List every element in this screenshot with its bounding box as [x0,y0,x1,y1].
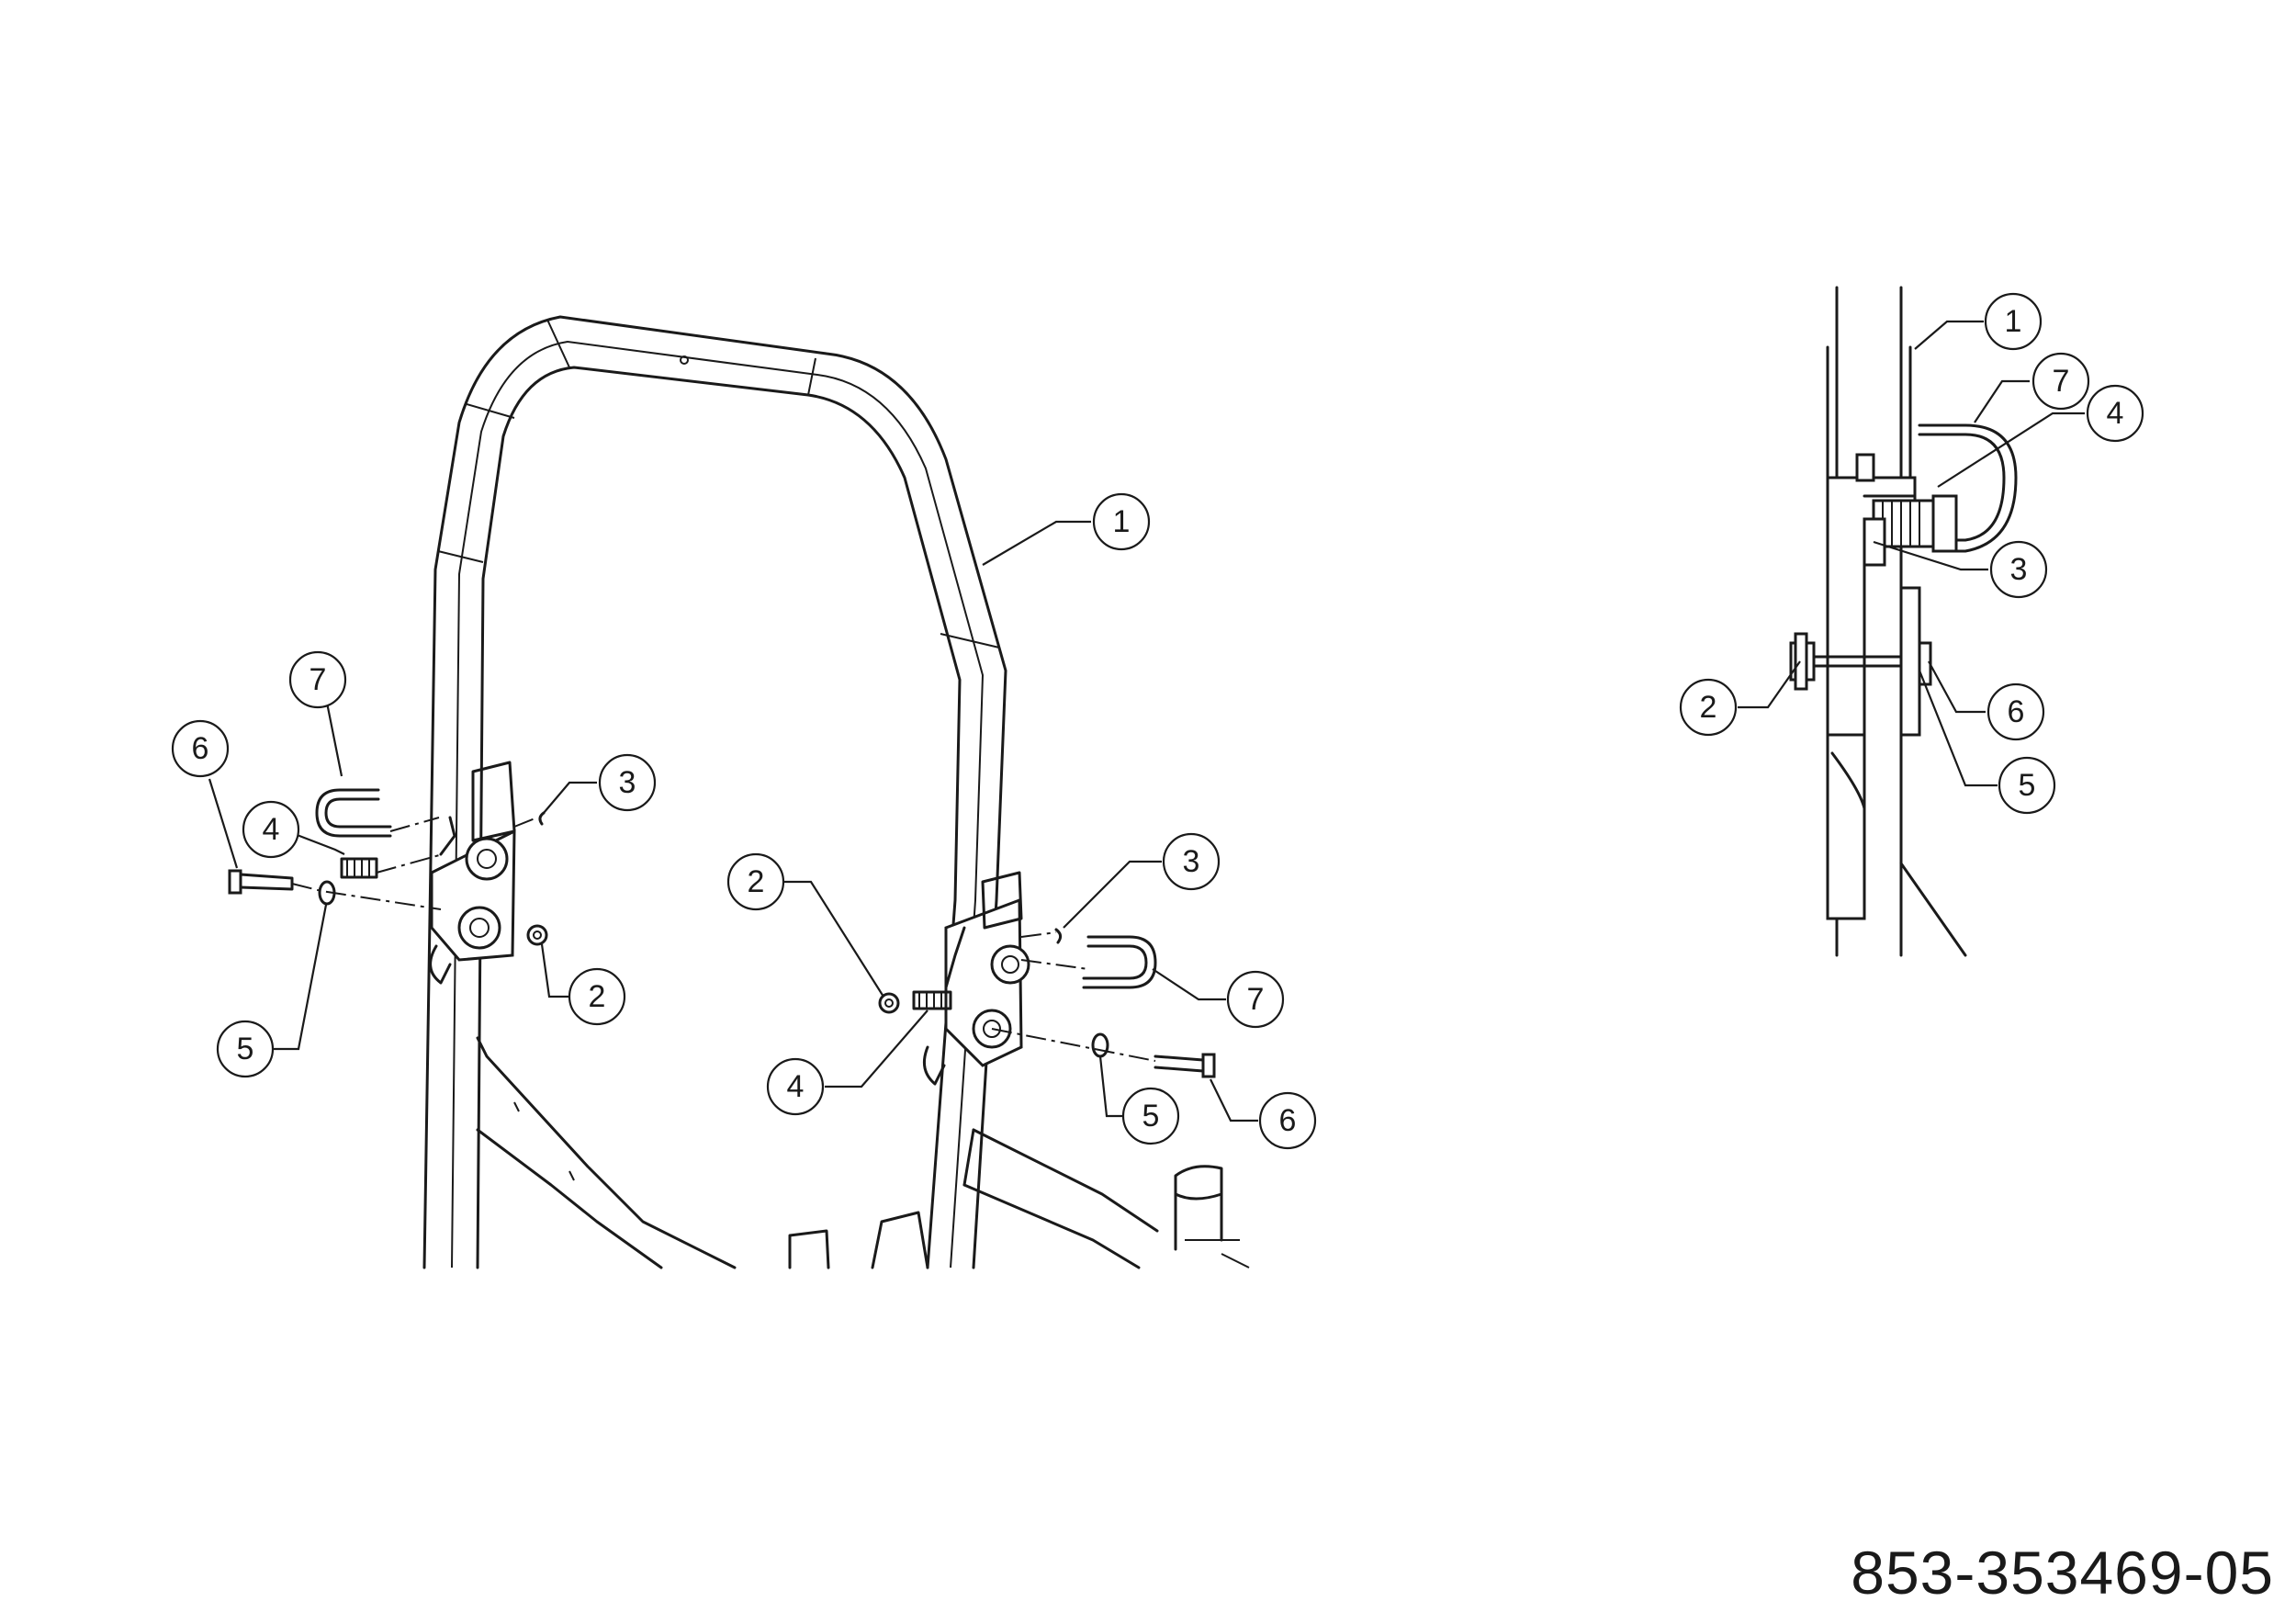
callout-label: 2 [1700,690,1717,725]
callout-side-2: 2 [1679,678,1738,737]
callout-side-4: 4 [2086,384,2144,443]
callout-label: 3 [2010,552,2028,587]
part-number-label: 853-353469-05 [1851,1539,2274,1607]
left-hardware [228,788,548,946]
callout-side-5: 5 [1998,756,2056,815]
callout-main-7-right: 7 [1226,970,1285,1029]
callout-label: 3 [619,765,636,800]
callout-side-1: 1 [1984,292,2043,351]
callout-label: 6 [2008,694,2025,729]
side-leader-lines [1738,320,2085,787]
callout-label: 7 [2053,364,2070,399]
callout-main-2-right: 2 [726,852,785,911]
right-hardware [878,928,1216,1078]
callout-main-6-left: 6 [171,719,230,778]
callout-side-3: 3 [1989,540,2048,599]
callout-label: 5 [237,1032,254,1066]
left-hinge-bracket [429,761,516,985]
callout-label: 3 [1183,844,1200,879]
callout-main-2-left: 2 [568,967,626,1026]
callout-label: 1 [2005,304,2022,339]
callout-side-7: 7 [2032,352,2090,411]
callout-label: 7 [310,662,327,697]
lower-frame [476,1036,1250,1269]
callout-main-4-right: 4 [766,1057,825,1116]
callout-label: 4 [263,812,280,847]
main-leader-lines [208,520,1258,1122]
side-view-detail [1789,286,2018,957]
callout-side-6: 6 [1986,682,2045,741]
callout-label: 6 [192,731,209,766]
callout-label: 2 [589,979,606,1014]
callout-main-6-right: 6 [1258,1091,1317,1150]
callout-label: 2 [748,864,765,899]
right-hinge-bracket [922,871,1030,1086]
callout-main-7-left: 7 [288,650,347,709]
callout-main-3-right: 3 [1162,832,1221,891]
callout-main-3-left: 3 [598,753,657,812]
callout-label: 7 [1247,982,1265,1017]
callout-label: 5 [2019,768,2036,803]
callout-main-4-left: 4 [242,800,300,859]
callout-label: 5 [1142,1099,1160,1133]
callout-main-1: 1 [1092,492,1151,551]
roll-bar-frame [422,315,1007,1269]
callout-label: 4 [787,1069,805,1104]
callout-main-5-left: 5 [216,1020,275,1078]
callout-label: 4 [2107,396,2124,431]
callout-label: 1 [1113,504,1131,539]
callout-label: 6 [1279,1103,1297,1138]
callout-main-5-right: 5 [1121,1087,1180,1145]
